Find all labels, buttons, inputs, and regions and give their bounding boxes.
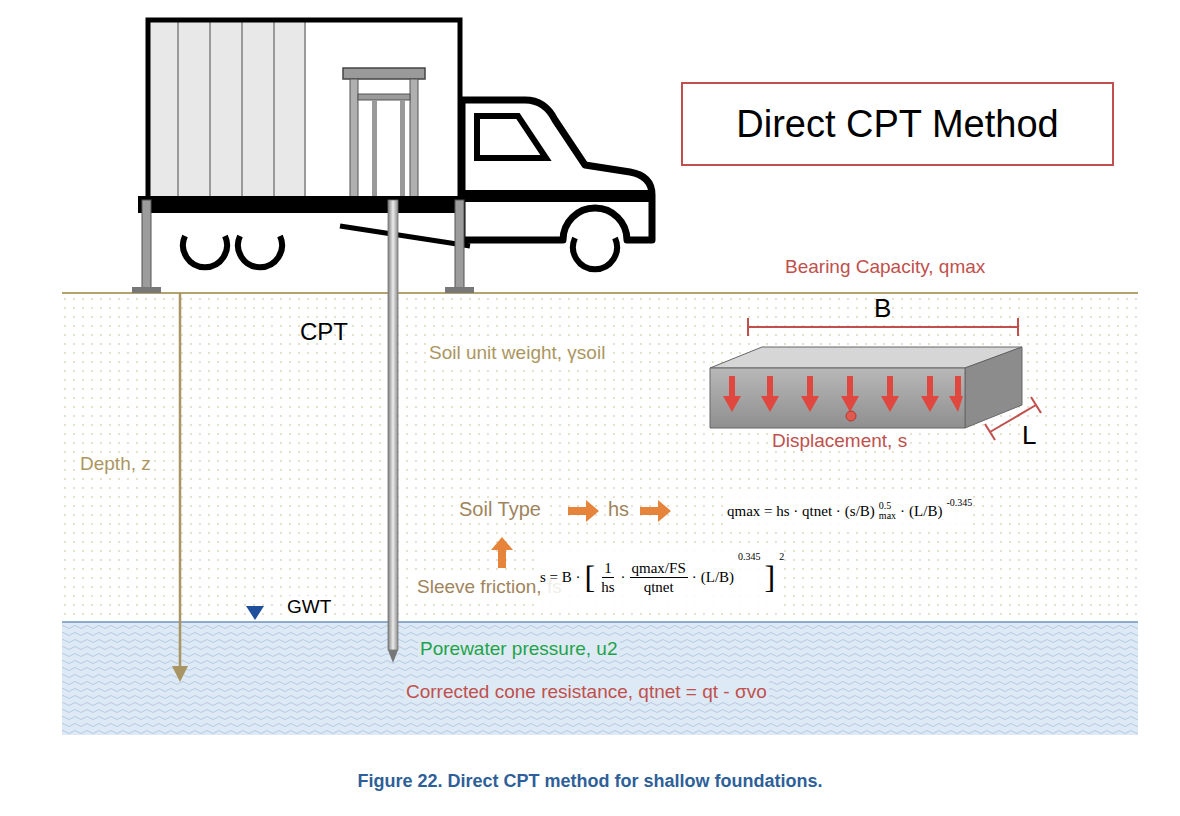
formula-term: s = B · [540,569,581,586]
script-pair: 0.5max [879,501,896,522]
groundwater-layer [62,622,1138,735]
formula-term: (L/B) [701,569,734,586]
label: B [874,294,891,324]
formula-term: 0.5 [879,501,896,512]
water-table-symbol [246,606,264,620]
formula-term: qmax = hs · qtnet · [727,503,841,520]
label-text: Porewater pressure, u2 [418,638,620,659]
formula-term: -0.345 [946,497,972,508]
label: GWT [285,596,333,618]
label: Corrected cone resistance, qtnet = qt - … [404,681,769,703]
label: Soil unit weight, γsoil [427,342,607,364]
box-title: Direct CPT Method [736,103,1058,146]
depth-arrow [172,293,188,682]
label: L [1020,421,1038,451]
formula: qmax = hs · qtnet ·(s/B)0.5max·(L/B)-0.3… [727,494,972,528]
label-text: Corrected cone resistance, qtnet = qt - … [404,681,769,702]
formula-term: 1 [602,559,614,578]
formula-term: 2 [779,551,784,562]
label: Soil Type [457,498,543,521]
formula-term: [ [585,561,596,593]
label-text: B [874,293,891,323]
label-text: CPT [300,318,348,345]
ground-surface [62,292,1138,294]
soil-layer [62,293,1138,622]
formula-term: hs [599,578,616,596]
label-text: GWT [285,596,333,617]
footing [710,347,1022,428]
label: Displacement, s [770,430,909,452]
label: CPT [300,318,348,346]
label-text: Soil unit weight, γsoil [427,342,607,363]
displacement-point [846,411,856,421]
pressure-arrows [723,376,963,412]
formula-term: ] [765,561,776,593]
formula-term: · [621,569,626,586]
fraction: 1hs [599,559,616,596]
label-text: Bearing Capacity, qmax [783,256,987,277]
label: hs [606,498,631,521]
formula-term: max [879,511,896,522]
label-text: hs [606,498,631,520]
formula-term: 0.345 [738,551,761,562]
formula: s = B ·[1hs·qmax/FSqtnet·(L/B)0.345]2 [540,548,784,606]
label: Depth, z [78,453,153,475]
fraction: qmax/FSqtnet [630,559,688,596]
label-text: L [1020,420,1038,450]
caption: Figure 22. Direct CPT method for shallow… [0,771,1180,792]
caption-text: Figure 22. Direct CPT method for shallow… [357,771,822,791]
label-text: Soil Type [457,498,543,520]
formula-term: qmax/FS [630,559,688,578]
formula-term: · [900,503,905,520]
label-text: Displacement, s [770,430,909,451]
title-box: Direct CPT Method [681,82,1114,166]
cpt-rod [388,200,398,663]
label-text: Depth, z [78,453,153,474]
formula-term: (L/B) [909,503,942,520]
formula-term: qtnet [642,578,676,596]
label: Porewater pressure, u2 [418,638,620,660]
formula-term: (s/B) [845,503,875,520]
label: Bearing Capacity, qmax [783,256,987,278]
formula-term: · [692,569,697,586]
